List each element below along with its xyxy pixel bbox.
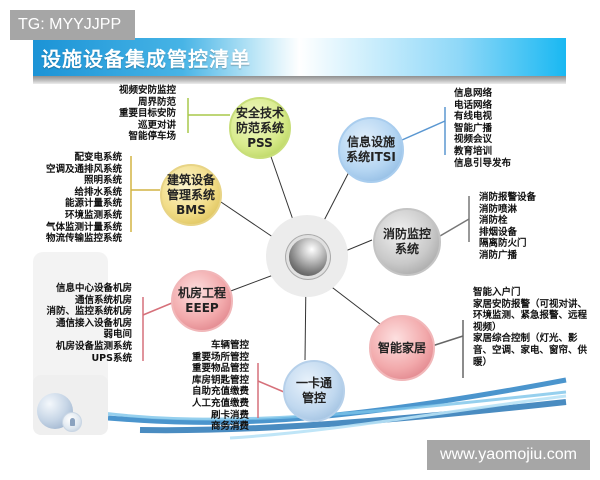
smart-home-item-list: 智能入户门 家居安防报警（可视对讲、环境监测、紧急报警、远程视频） 家居综合控制… bbox=[473, 287, 595, 368]
list-item: 有线电视 bbox=[454, 111, 493, 123]
title-underline bbox=[33, 76, 566, 84]
pss-item-list: 视频安防监控 周界防范 重要目标安防 巡更对讲 智能停车场 bbox=[119, 85, 176, 143]
list-item: 通信系统机房 bbox=[74, 294, 132, 306]
node-label-line: BMS bbox=[176, 202, 206, 217]
list-item: 智能入户门 bbox=[473, 287, 521, 298]
list-item: 消防广播 bbox=[479, 249, 518, 261]
node-label-line: 防范系统 bbox=[235, 120, 284, 135]
watermark-bottom-right: www.yaomojiu.com bbox=[427, 440, 590, 470]
node-label-line: PSS bbox=[247, 135, 273, 150]
list-item: 环境监测系统 bbox=[64, 209, 122, 221]
card-item-list: 车辆管控 重要场所管控 重要物品管控 库房钥匙管控 自助充值缴费 人工充值缴费 … bbox=[192, 340, 249, 433]
list-item: 信息引导发布 bbox=[454, 157, 512, 169]
node-smart-home[interactable]: 智能家居 bbox=[369, 315, 435, 381]
list-item: 车辆管控 bbox=[210, 340, 249, 351]
list-item: 重要场所管控 bbox=[191, 351, 249, 363]
list-item: 重要物品管控 bbox=[191, 363, 249, 375]
list-item: 视频安防监控 bbox=[118, 85, 176, 96]
node-fire-monitoring[interactable]: 消防监控 系统 bbox=[373, 208, 441, 276]
list-item: 给排水系统 bbox=[74, 186, 122, 198]
node-label-line: 消防监控 bbox=[382, 227, 431, 241]
list-item: 电话网络 bbox=[454, 99, 493, 111]
list-item: 消防、监控系统机房 bbox=[46, 306, 132, 318]
user-icon bbox=[62, 412, 82, 432]
hub-sphere-icon bbox=[289, 238, 327, 276]
node-label-line: 一卡通 bbox=[295, 376, 332, 390]
list-item: 人工充值缴费 bbox=[191, 397, 249, 409]
list-item: 教育培训 bbox=[454, 145, 493, 157]
node-label-line: 系统ITSI bbox=[346, 150, 396, 164]
node-pss[interactable]: 安全技术 防范系统 PSS bbox=[229, 97, 291, 159]
list-item: 消防栓 bbox=[479, 215, 508, 227]
itsi-item-list: 信息网络 电话网络 有线电视 智能广播 视频会议 教育培训 信息引导发布 bbox=[454, 88, 511, 169]
list-item: 物流传输监控系统 bbox=[45, 233, 122, 245]
page-title: 设施设备集成管控清单 bbox=[41, 47, 251, 71]
list-item: 自助充值缴费 bbox=[191, 386, 249, 398]
watermark-top-left: TG: MYYJJPP bbox=[10, 10, 135, 40]
node-one-card[interactable]: 一卡通 管控 bbox=[283, 360, 345, 422]
list-item: 巡更对讲 bbox=[137, 119, 176, 131]
fire-item-list: 消防报警设备 消防喷淋 消防栓 排烟设备 隔离防火门 消防广播 bbox=[479, 192, 536, 262]
node-itsi[interactable]: 信息设施 系统ITSI bbox=[338, 117, 404, 183]
list-item: 能源计量系统 bbox=[64, 198, 122, 210]
node-label-line: 建筑设备 bbox=[166, 172, 215, 187]
node-label-line: 安全技术 bbox=[235, 105, 284, 120]
node-bms[interactable]: 建筑设备 管理系统 BMS bbox=[160, 164, 222, 226]
list-item: 智能广播 bbox=[454, 122, 493, 134]
node-label-line: 机房工程 bbox=[177, 286, 226, 300]
list-item: 周界防范 bbox=[137, 96, 176, 108]
list-item: 家居安防报警（可视对讲、环境监测、紧急报警、远程视频） bbox=[473, 298, 588, 333]
list-item: 智能停车场 bbox=[128, 131, 176, 143]
list-item: 重要目标安防 bbox=[118, 108, 176, 120]
list-item: 空调及通排风系统 bbox=[45, 163, 122, 175]
list-item: 信息中心设备机房 bbox=[55, 283, 132, 294]
list-item: 刷卡消费 bbox=[210, 409, 249, 421]
list-item: 信息网络 bbox=[454, 88, 493, 99]
title-bar: 设施设备集成管控清单 bbox=[33, 38, 566, 76]
list-item: 气体监测计量系统 bbox=[45, 221, 122, 233]
node-label-line: EEEP bbox=[185, 301, 219, 315]
list-item: 家居综合控制（灯光、影音、空调、家电、窗帘、供暖） bbox=[473, 333, 588, 368]
node-label-line: 管控 bbox=[301, 391, 326, 405]
list-item: 排烟设备 bbox=[479, 226, 518, 238]
list-item: 通信接入设备机房 bbox=[55, 317, 132, 329]
node-label-line: 信息设施 bbox=[346, 135, 395, 149]
list-item: 照明系统 bbox=[83, 175, 122, 187]
node-label-line: 智能家居 bbox=[377, 340, 426, 355]
node-label-line: 系统 bbox=[394, 242, 419, 256]
list-item: 机房设备监测系统 bbox=[55, 340, 132, 352]
node-label-line: 管理系统 bbox=[166, 187, 215, 202]
list-item: 库房钥匙管控 bbox=[191, 374, 249, 386]
node-eeep[interactable]: 机房工程 EEEP bbox=[171, 270, 233, 332]
eeep-item-list: 信息中心设备机房 通信系统机房 消防、监控系统机房 通信接入设备机房 弱电间 机… bbox=[46, 283, 132, 364]
list-item: UPS系统 bbox=[91, 352, 132, 364]
list-item: 商务消费 bbox=[210, 421, 249, 433]
list-item: 视频会议 bbox=[454, 134, 493, 146]
list-item: 隔离防火门 bbox=[479, 238, 527, 250]
list-item: 消防喷淋 bbox=[479, 203, 518, 215]
list-item: 配变电系统 bbox=[74, 152, 122, 163]
list-item: 弱电间 bbox=[103, 329, 132, 341]
bms-item-list: 配变电系统 空调及通排风系统 照明系统 给排水系统 能源计量系统 环境监测系统 … bbox=[46, 152, 122, 245]
list-item: 消防报警设备 bbox=[479, 192, 537, 203]
